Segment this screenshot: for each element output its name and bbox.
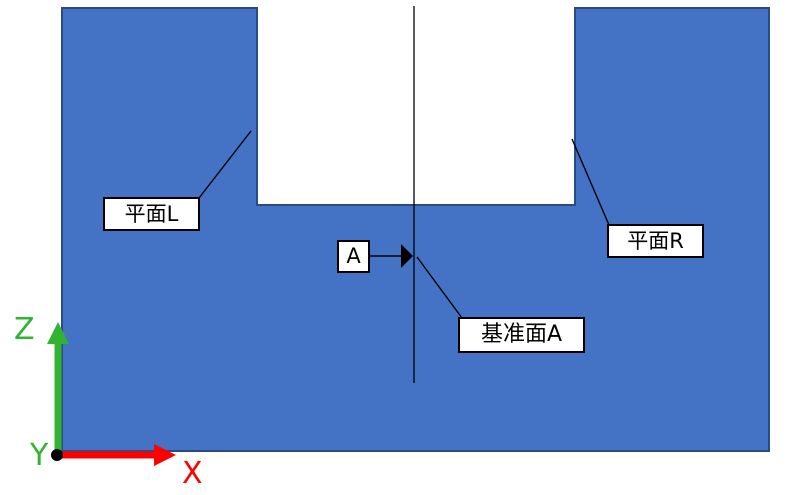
leader-line-plane-l [198, 130, 252, 199]
label-datum-plane-a: 基准面A [458, 317, 585, 353]
z-axis-arrowhead-icon [47, 322, 69, 344]
label-plane-r: 平面R [607, 224, 704, 258]
x-axis-arrowhead-icon [154, 444, 176, 466]
origin-dot [51, 449, 63, 461]
leader-line-datum [416, 256, 463, 319]
block-shape [61, 7, 770, 452]
label-plane-l: 平面L [103, 197, 200, 231]
datum-symbol-box: A [337, 240, 370, 273]
y-axis-label: Y [29, 438, 49, 473]
leader-line-plane-r [571, 138, 610, 226]
x-axis-label: X [182, 456, 203, 491]
datum-triangle [401, 244, 413, 268]
z-axis-label: Z [14, 312, 35, 347]
